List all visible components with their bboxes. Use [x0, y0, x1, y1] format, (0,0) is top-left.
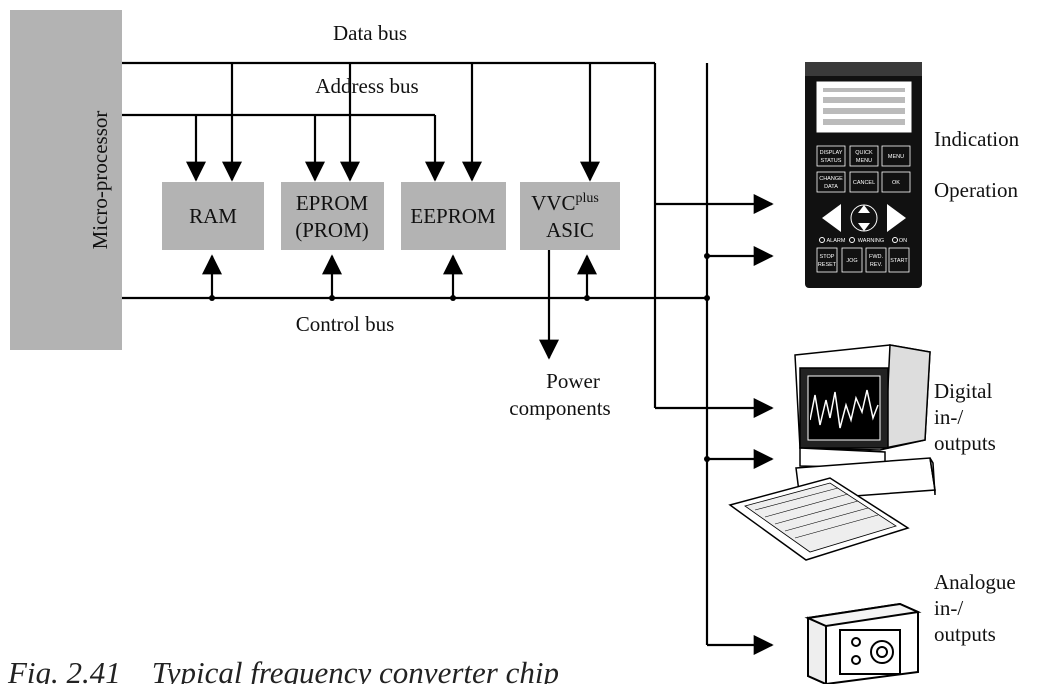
digital-label-1: Digital	[934, 379, 992, 403]
analogue-label-1: Analogue	[934, 570, 1016, 594]
memory-arrows	[186, 63, 774, 655]
junction-dots	[209, 253, 710, 462]
key-quick-menu-label: MENU	[856, 158, 872, 164]
address-bus-label: Address bus	[315, 74, 418, 98]
digital-label-2: in-/	[934, 405, 963, 429]
vvc-label: VVCplus	[531, 191, 599, 215]
computer-icon	[728, 344, 936, 561]
key-quick-label: QUICK	[855, 150, 873, 156]
key-menu-label: MENU	[888, 154, 904, 160]
keypad-arrow-icons	[822, 204, 906, 232]
control-panel-icon: DISPLAY STATUS QUICK MENU MENU CHANGE DA…	[805, 62, 922, 288]
key-rev-label: REV.	[870, 262, 883, 268]
analogue-label-2: in-/	[934, 596, 963, 620]
prom-label: (PROM)	[295, 218, 369, 242]
eeprom-block: EEPROM	[401, 182, 506, 250]
power-label-2: components	[509, 396, 610, 420]
key-stop-label: STOP	[820, 254, 835, 260]
microprocessor-block: Micro-processor	[10, 10, 122, 350]
control-bus-label: Control bus	[296, 312, 395, 336]
key-cancel-label: CANCEL	[853, 180, 875, 186]
operation-label: Operation	[934, 178, 1018, 202]
digital-label-3: outputs	[934, 431, 996, 455]
asic-label: ASIC	[546, 218, 594, 242]
power-label-1: Power	[546, 369, 600, 393]
data-bus-label: Data bus	[333, 21, 407, 45]
key-status-label: STATUS	[821, 158, 842, 164]
key-ok-label: OK	[892, 180, 900, 186]
key-change-label: CHANGE	[819, 176, 843, 182]
bus-lines	[122, 61, 709, 645]
led-alarm-label: ALARM	[827, 238, 846, 244]
indication-label: Indication	[934, 127, 1020, 151]
key-data-label: DATA	[824, 184, 838, 190]
eeprom-label: EEPROM	[410, 204, 496, 228]
led-warning-label: WARNING	[858, 238, 884, 244]
key-reset-label: RESET	[818, 262, 837, 268]
ram-block: RAM	[162, 182, 264, 250]
eprom-label: EPROM	[296, 191, 369, 215]
led-on-label: ON	[899, 238, 907, 244]
figure-caption: Fig. 2.41 Typical frequency converter ch…	[7, 655, 559, 684]
analogue-device-icon	[804, 602, 922, 684]
key-display-label: DISPLAY	[820, 150, 843, 156]
key-jog-label: JOG	[846, 258, 857, 264]
key-fwd-label: FWD.	[869, 254, 884, 260]
ram-label: RAM	[189, 204, 237, 228]
vvc-asic-block: VVCplus ASIC	[520, 182, 620, 250]
microprocessor-label: Micro-processor	[88, 111, 112, 250]
analogue-label-3: outputs	[934, 622, 996, 646]
eprom-block: EPROM (PROM)	[281, 182, 384, 250]
key-start-label: START	[890, 258, 908, 264]
